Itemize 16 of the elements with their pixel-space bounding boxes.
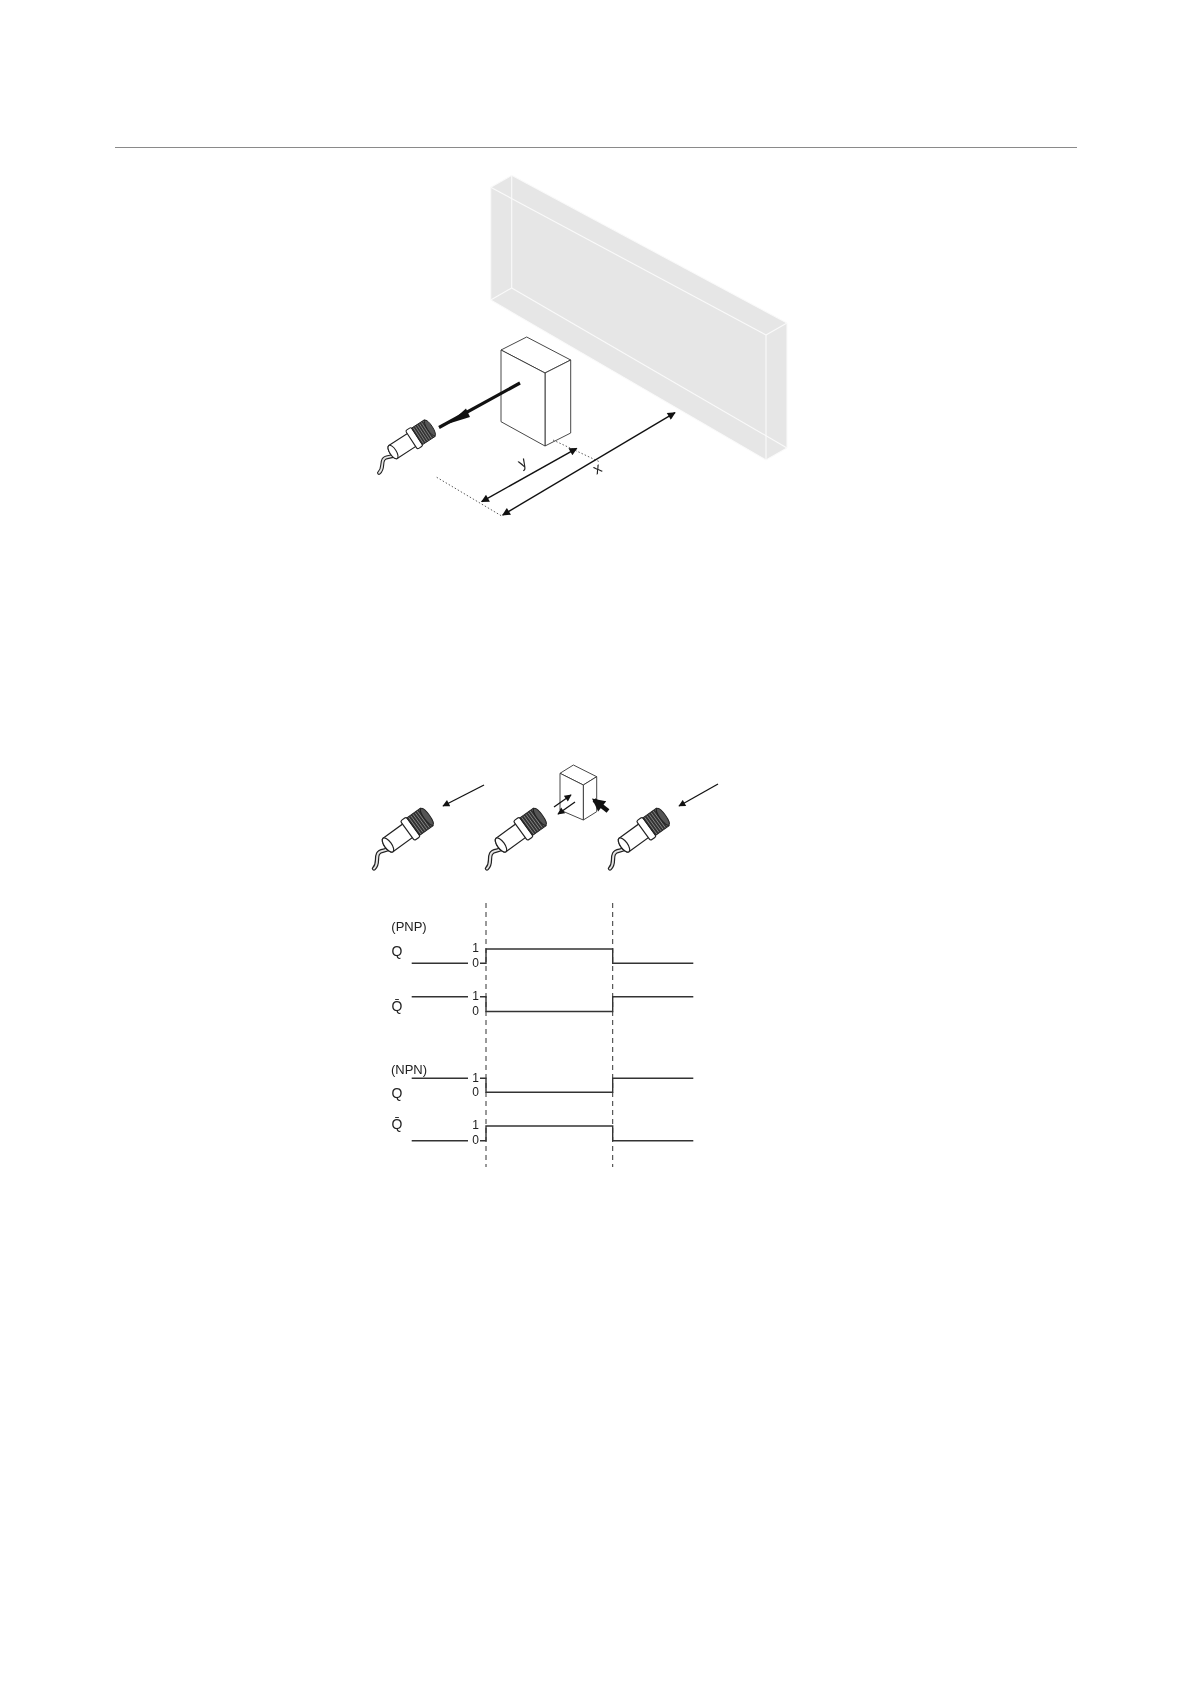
level-label: 1 [472,989,479,1002]
level-label: 0 [472,1004,479,1017]
output-type-label: (NPN) [390,1062,428,1075]
dimension-label: x [590,459,604,477]
dimension-label: y [515,453,529,471]
level-label: 1 [472,1119,479,1131]
signal-label: Q [391,1086,403,1100]
signal-label: Q [391,944,403,958]
level-label: 0 [472,1134,479,1146]
level-label: 0 [472,956,479,969]
signal-label: Q̄ [391,1117,403,1131]
output-type-label: (PNP) [391,919,427,933]
signal-label: Q̄ [391,999,403,1013]
level-label: 1 [472,1071,479,1084]
level-label: 0 [472,1085,479,1098]
level-label: 1 [472,941,479,954]
